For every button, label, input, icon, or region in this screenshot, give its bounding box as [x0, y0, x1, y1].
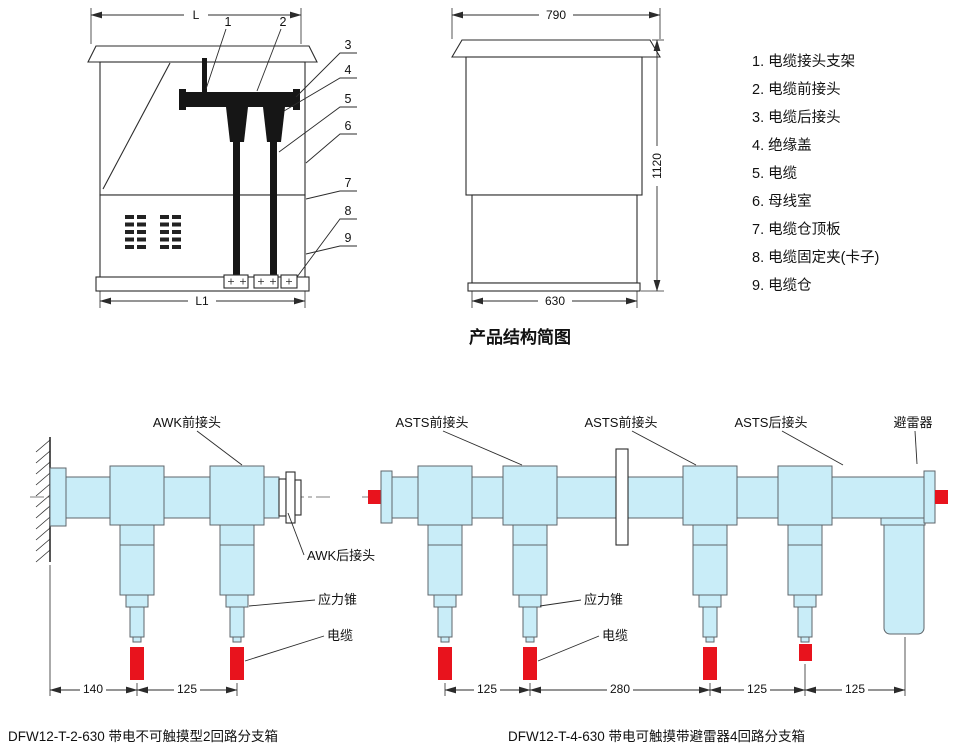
- callout-1: 1: [225, 15, 232, 29]
- cable-stub: [230, 647, 244, 680]
- wall-hatch: [35, 439, 51, 563]
- busbar-tube: [65, 476, 111, 519]
- cable-stub-short: [799, 644, 812, 661]
- upper-body: [465, 56, 643, 196]
- dim-label-L: L: [193, 8, 200, 22]
- busbar-tube: [556, 476, 617, 519]
- diagram-four-circuit: ASTS前接头 ASTS前接头 ASTS后接头 避雷器 应力锥 电缆 125 2…: [362, 415, 952, 744]
- dim-label-L1: L1: [195, 294, 209, 308]
- lower-body: [471, 194, 638, 284]
- callout-9: 9: [345, 231, 352, 245]
- dim-label-125c: 125: [845, 682, 865, 696]
- dim-label-125b: 125: [747, 682, 767, 696]
- caption-two-circuit: DFW12-T-2-630 带电不可触摸型2回路分支箱: [8, 729, 278, 744]
- t-connector: [109, 465, 165, 643]
- busbar-tube: [736, 476, 779, 519]
- dimension-L: L: [90, 8, 302, 44]
- dim-label-125a: 125: [477, 682, 497, 696]
- dimension-790: 790: [451, 8, 661, 39]
- dimension-630: 630: [471, 291, 638, 308]
- t-connector: [777, 465, 833, 643]
- dim-label-630: 630: [545, 294, 565, 308]
- label-arrester: 避雷器: [893, 415, 932, 430]
- caption-four-circuit: DFW12-T-4-630 带电可触摸带避雷器4回路分支箱: [508, 729, 805, 744]
- legend-item-4: 4. 绝缘盖: [752, 137, 812, 154]
- dim-label-125: 125: [177, 682, 197, 696]
- t-connector: [682, 465, 738, 643]
- dimension-L1: L1: [99, 291, 306, 308]
- cable-terminations: [179, 58, 300, 276]
- end-flange: [380, 470, 393, 524]
- dim-label-1120: 1120: [650, 153, 664, 179]
- label-front-connector: AWK前接头: [153, 415, 221, 430]
- dim-label-280: 280: [610, 682, 630, 696]
- dim-label-790: 790: [546, 8, 566, 22]
- end-flange: [923, 470, 936, 524]
- front-view: 790 1120 630: [451, 8, 664, 308]
- label-stress-cone: 应力锥: [318, 592, 357, 607]
- base-front: [467, 282, 641, 292]
- legend-item-2: 2. 电缆前接头: [752, 81, 841, 98]
- cable-stub: [703, 647, 717, 680]
- callout-6: 6: [345, 119, 352, 133]
- t-connector: [209, 465, 265, 643]
- end-terminal-left: [368, 490, 381, 504]
- wall-flange: [49, 467, 67, 527]
- legend-item-8: 8. 电缆固定夹(卡子): [752, 249, 879, 266]
- busbar-tube: [831, 476, 925, 519]
- rear-connector-cap: [278, 471, 302, 524]
- door-line: [102, 62, 171, 190]
- label-rear-connector: AWK后接头: [307, 548, 375, 563]
- legend-item-1: 1. 电缆接头支架: [752, 53, 855, 70]
- legend-item-5: 5. 电缆: [752, 165, 797, 182]
- label-rear-connector: ASTS后接头: [735, 415, 808, 430]
- callout-5: 5: [345, 92, 352, 106]
- diagram-two-circuit: AWK前接头 AWK后接头 应力锥 电缆 140 125 DFW12-T-2-6…: [8, 415, 375, 744]
- dimensions-two-circuit: 140 125: [49, 565, 238, 696]
- cable-clamps: [223, 274, 298, 289]
- parts-legend: 1. 电缆接头支架 2. 电缆前接头 3. 电缆后接头 4. 绝缘盖 5. 电缆…: [752, 53, 879, 294]
- dimensions-four-circuit: 125 280 125 125: [444, 637, 906, 696]
- dimension-1120: 1120: [641, 39, 664, 292]
- callout-2: 2: [280, 15, 287, 29]
- label-front-connector-2: ASTS前接头: [585, 415, 658, 430]
- t-connector: [417, 465, 473, 643]
- legend-item-7: 7. 电缆仓顶板: [752, 220, 841, 238]
- surge-arrester: [880, 517, 926, 635]
- busbar-tube: [263, 476, 280, 519]
- side-view: L: [87, 8, 357, 308]
- busbar-tube: [163, 476, 211, 519]
- label-cable: 电缆: [327, 628, 353, 643]
- label-front-connector-1: ASTS前接头: [396, 415, 469, 430]
- label-stress-cone: 应力锥: [584, 592, 623, 607]
- insulating-plate: [615, 448, 629, 546]
- callout-4: 4: [345, 63, 352, 77]
- dim-label-140: 140: [83, 682, 103, 696]
- end-terminal-right: [935, 490, 948, 504]
- busbar-tube: [627, 476, 684, 519]
- legend-item-9: 9. 电缆仓: [752, 277, 812, 294]
- busbar-tube: [391, 476, 419, 519]
- cable-stub: [523, 647, 537, 680]
- cable-stub: [130, 647, 144, 680]
- busbar-tube: [471, 476, 504, 519]
- callout-8: 8: [345, 204, 352, 218]
- label-cable: 电缆: [602, 628, 628, 643]
- cable-stub: [438, 647, 452, 680]
- callout-7: 7: [345, 176, 352, 190]
- callout-3: 3: [345, 38, 352, 52]
- t-connector: [502, 465, 558, 643]
- roof-front: [451, 39, 661, 58]
- section-title: 产品结构简图: [469, 327, 571, 347]
- callouts: 1 2 3 4 5 6 7 8 9: [205, 15, 357, 278]
- legend-item-6: 6. 母线室: [752, 193, 812, 210]
- legend-item-3: 3. 电缆后接头: [752, 109, 841, 126]
